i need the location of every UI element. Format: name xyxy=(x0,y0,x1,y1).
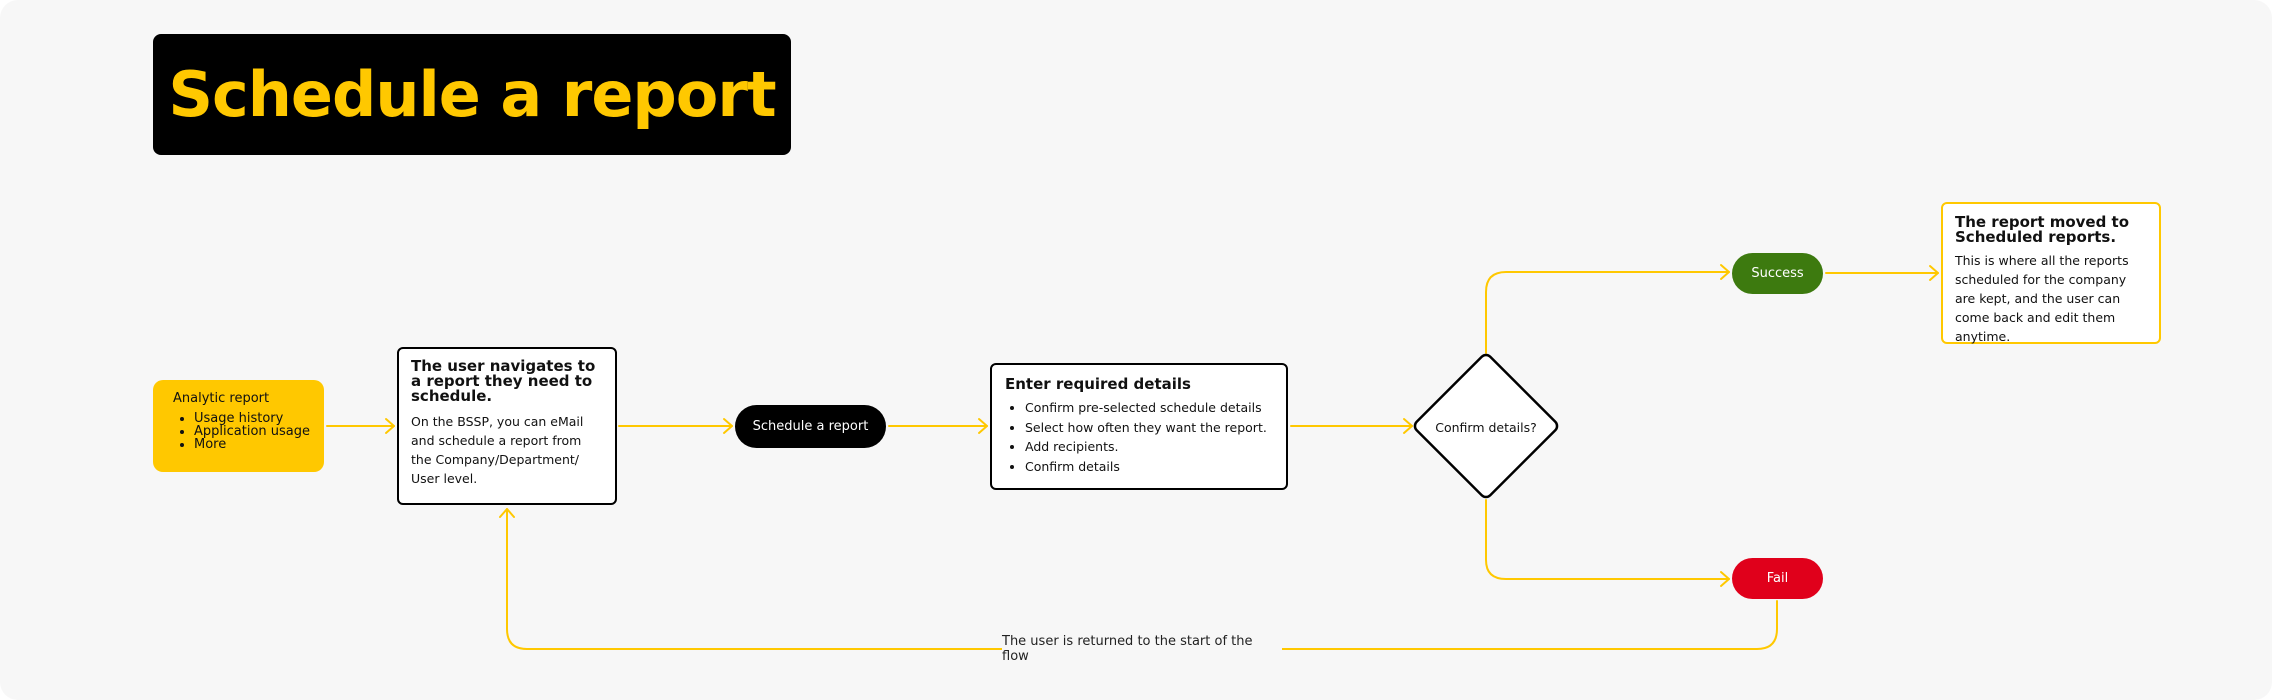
list-item: Confirm pre-selected schedule details xyxy=(1025,398,1274,418)
arrowhead-nav-to-schedule xyxy=(723,418,733,434)
success-pill[interactable]: Success xyxy=(1732,253,1823,294)
success-label: Success xyxy=(1751,266,1804,281)
scheduled-reports-card[interactable]: The report moved to Scheduled reports. T… xyxy=(1941,202,2161,344)
fail-pill[interactable]: Fail xyxy=(1732,558,1823,599)
analytic-report-label: Analytic report xyxy=(173,391,270,406)
list-item: Select how often they want the report. xyxy=(1025,418,1274,438)
fail-label: Fail xyxy=(1766,571,1789,586)
list-item: Confirm details xyxy=(1025,457,1274,477)
navigate-card-body: On the BSSP, you can eMail and schedule … xyxy=(411,414,584,486)
schedule-report-label: Schedule a report xyxy=(752,419,869,434)
schedule-report-pill[interactable]: Schedule a report xyxy=(735,405,886,448)
details-card-heading: Enter required details xyxy=(1005,375,1191,393)
return-flow-label: The user is returned to the start of the… xyxy=(1002,634,1282,664)
arrow-decision-to-success xyxy=(1485,271,1730,354)
arrowhead-decision-to-success xyxy=(1720,264,1730,280)
arrowhead-start-to-nav xyxy=(385,418,395,434)
required-details-card[interactable]: Enter required details Confirm pre-selec… xyxy=(990,363,1288,490)
arrowhead-fail-to-nav xyxy=(499,508,515,518)
analytic-report-node[interactable]: Analytic report Usage history Applicatio… xyxy=(153,380,324,472)
result-card-heading: The report moved to Scheduled reports. xyxy=(1955,213,2130,246)
result-card-body: This is where all the reports scheduled … xyxy=(1955,253,2129,344)
navigate-card-heading: The user navigates to a report they need… xyxy=(411,357,596,405)
details-list: Confirm pre-selected schedule details Se… xyxy=(1005,398,1274,476)
list-item: More xyxy=(194,438,324,451)
arrowhead-success-to-result xyxy=(1929,265,1939,281)
analytic-report-list: Usage history Application usage More xyxy=(173,412,324,451)
list-item: Add recipients. xyxy=(1025,437,1274,457)
list-item: Application usage xyxy=(194,425,324,438)
navigate-report-card[interactable]: The user navigates to a report they need… xyxy=(397,347,617,505)
title-banner: Schedule a report xyxy=(153,34,791,155)
arrowhead-schedule-to-details xyxy=(978,418,988,434)
arrowhead-details-to-decision xyxy=(1403,418,1413,434)
arrowhead-decision-to-fail xyxy=(1720,571,1730,587)
decision-label: Confirm details? xyxy=(1435,419,1537,435)
arrow-decision-to-fail xyxy=(1485,499,1730,580)
page-title: Schedule a report xyxy=(168,58,776,131)
list-item: Usage history xyxy=(194,412,324,425)
decision-diamond xyxy=(1413,353,1559,499)
